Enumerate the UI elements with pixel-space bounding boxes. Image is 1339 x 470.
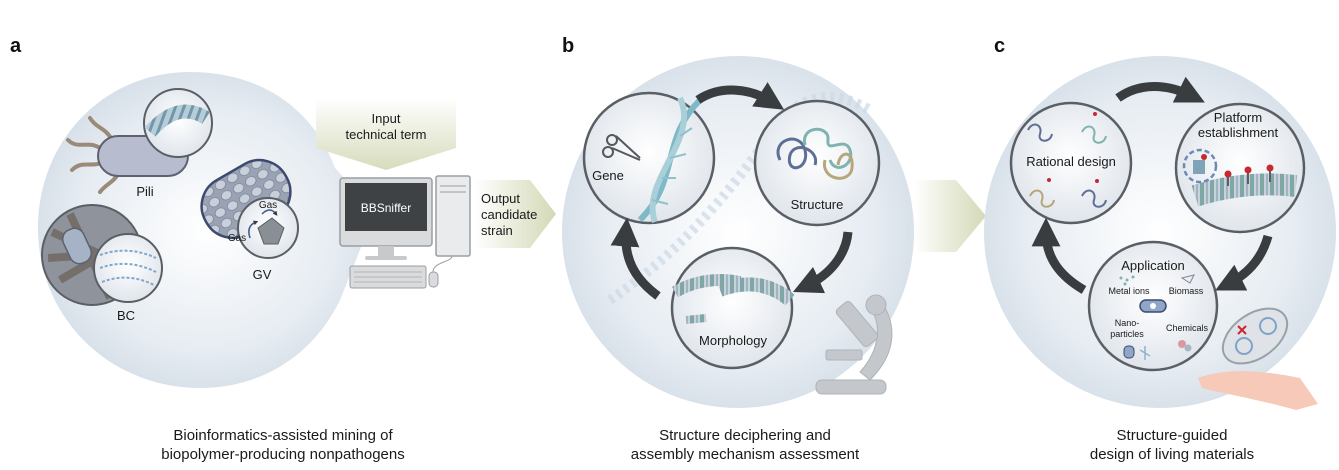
- metal-ions-label: Metal ions: [1108, 286, 1150, 296]
- bc-cell: BC: [41, 204, 163, 323]
- panel-b-caption-line2: assembly mechanism assessment: [631, 446, 860, 463]
- panel-b-letter: b: [562, 35, 574, 57]
- nanoparticles-line2: particles: [1110, 329, 1144, 339]
- computer-tower: [435, 175, 471, 257]
- biomass-label: Biomass: [1169, 286, 1204, 296]
- arrow-rational-to-platform: [1115, 76, 1205, 103]
- platform-line2: establishment: [1198, 125, 1279, 140]
- arrow-structure-to-morphology: [792, 231, 853, 294]
- structure-circle: Structure: [753, 99, 881, 227]
- platform-circle: Platform establishment: [1174, 102, 1306, 234]
- arrow-gene-to-structure: [695, 82, 785, 110]
- output-line2: candidate: [481, 207, 537, 222]
- gene-circle: Gene: [582, 91, 716, 225]
- gv-label: GV: [253, 267, 272, 282]
- bc-label: BC: [117, 308, 135, 323]
- scissors-icon: [602, 134, 641, 161]
- panel-c-caption-line2: design of living materials: [1090, 446, 1254, 463]
- panel-a-caption-line1: Bioinformatics-assisted mining of: [173, 427, 393, 444]
- pili-label: Pili: [136, 184, 153, 199]
- gv-cell: Gas Gas GV: [200, 158, 299, 282]
- panel-c-caption-line1: Structure-guided: [1117, 427, 1228, 444]
- gas-label-top: Gas: [259, 200, 277, 211]
- computer: BBSniffer: [339, 175, 471, 289]
- arrow-application-to-rational: [1031, 217, 1087, 294]
- panel-c: c Rational design: [984, 35, 1336, 463]
- mouse: [428, 271, 439, 288]
- application-label: Application: [1121, 258, 1185, 273]
- gas-label-bottom: Gas: [228, 233, 246, 244]
- input-funnel: Input technical term: [316, 98, 456, 170]
- arrow-morphology-to-gene: [610, 217, 661, 300]
- panel-c-letter: c: [994, 35, 1005, 57]
- panel-a: a Pili BC: [10, 35, 556, 463]
- panel-b-caption-line1: Structure deciphering and: [659, 427, 831, 444]
- output-line3: strain: [481, 223, 513, 238]
- arrow-platform-to-application: [1215, 234, 1273, 291]
- rational-design-label: Rational design: [1026, 154, 1116, 169]
- chemicals-label: Chemicals: [1166, 323, 1209, 333]
- rational-design-circle: Rational design: [1009, 101, 1133, 225]
- application-circle: Application Metal ions Biomass Nano- par…: [1087, 240, 1219, 372]
- nanoparticles-line1: Nano-: [1115, 318, 1140, 328]
- output-arrow: Output candidate strain: [474, 180, 556, 248]
- pili-cell: Pili: [66, 88, 213, 199]
- hand-dish-icon: [1198, 307, 1318, 410]
- panel-a-caption-line2: biopolymer-producing nonpathogens: [161, 446, 405, 463]
- panel-a-letter: a: [10, 35, 22, 57]
- input-line2: technical term: [346, 127, 427, 142]
- bc-zoom-circle: [93, 233, 163, 303]
- structure-label: Structure: [791, 197, 844, 212]
- gene-label: Gene: [592, 168, 624, 183]
- panel-b: b Gene Structure: [562, 35, 914, 463]
- software-label: BBSniffer: [361, 201, 411, 215]
- morphology-circle: Morphology: [670, 246, 795, 370]
- morphology-label: Morphology: [699, 333, 767, 348]
- platform-line1: Platform: [1214, 110, 1262, 125]
- input-line1: Input: [372, 111, 401, 126]
- connector-arrow-b-to-c: [914, 180, 986, 252]
- microscope-icon: [815, 294, 893, 395]
- monitor-screen: [345, 183, 427, 231]
- output-line1: Output: [481, 191, 520, 206]
